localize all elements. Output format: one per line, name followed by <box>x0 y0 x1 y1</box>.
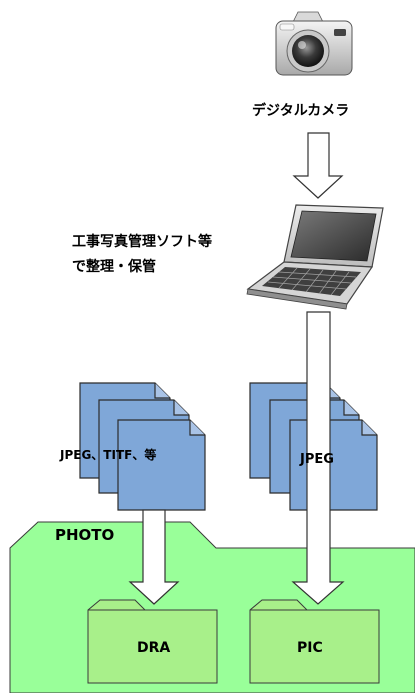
laptop-icon <box>246 204 384 310</box>
documents-left-label: JPEG、TITF、等 <box>60 448 157 462</box>
folder-pic-label: PIC <box>297 640 323 656</box>
documents-right-label: JPEG <box>300 452 334 467</box>
software-label-line2: で整理・保管 <box>72 259 156 275</box>
document-stack-left <box>79 382 206 511</box>
photo-tab-label: PHOTO <box>55 526 115 544</box>
down-arrow-icon <box>128 509 180 605</box>
down-arrow-icon <box>292 132 344 199</box>
folder-icon <box>87 599 218 684</box>
folder-dra-label: DRA <box>137 640 171 656</box>
down-arrow-icon <box>291 311 345 605</box>
document-icon <box>117 419 206 511</box>
camera-label: デジタルカメラ <box>252 103 350 119</box>
software-label-line1: 工事写真管理ソフト等 <box>72 234 212 250</box>
folder-icon <box>249 599 380 684</box>
camera-icon <box>275 11 353 76</box>
